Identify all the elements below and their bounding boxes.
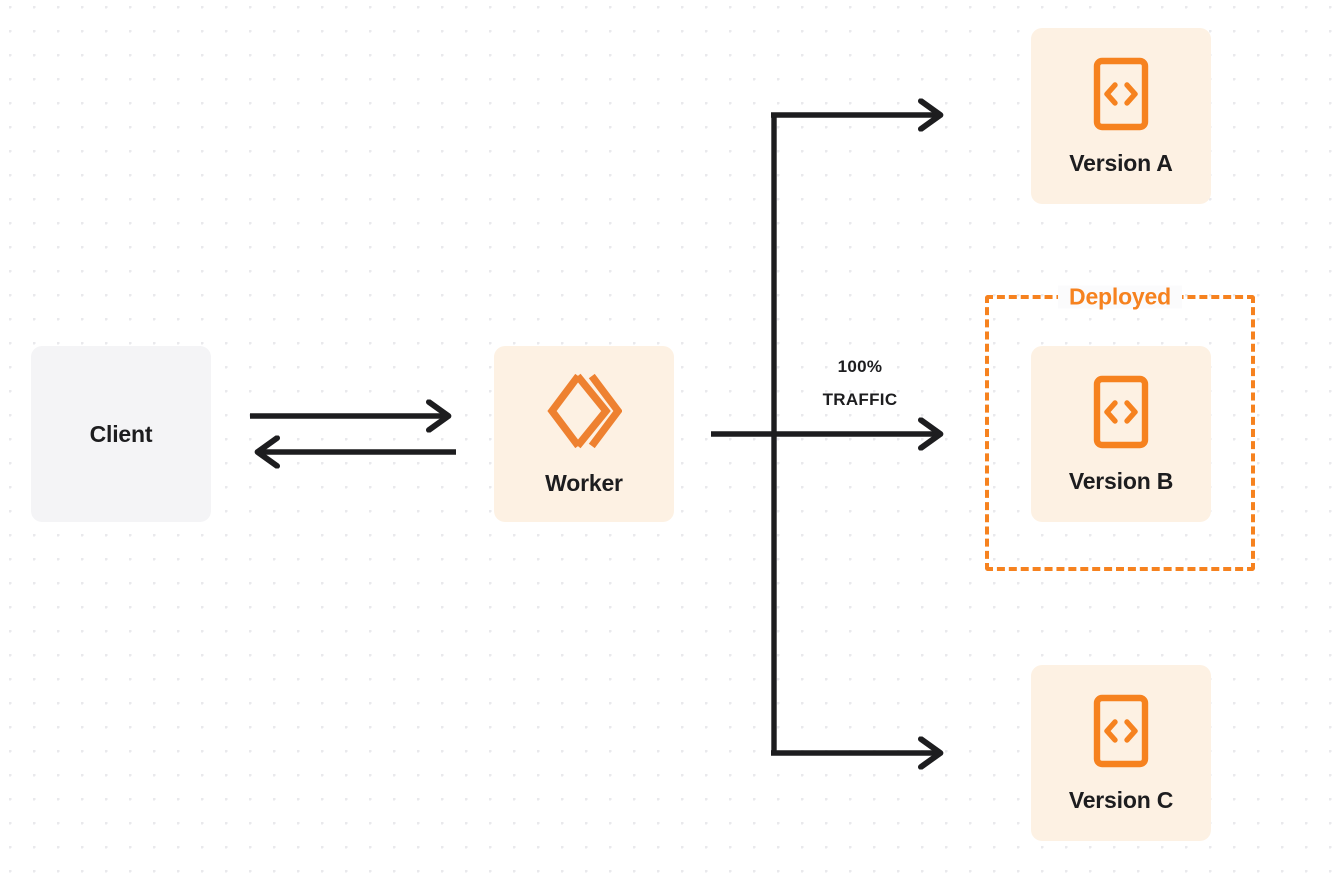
- version-b-label: Version B: [1068, 468, 1174, 494]
- version-a-label: Version A: [1069, 150, 1173, 176]
- version-c-label: Version C: [1068, 787, 1174, 813]
- deployed-group-label: Deployed: [1058, 285, 1182, 309]
- deployed-group-boundary: Deployed: [985, 285, 1255, 571]
- code-file-icon: [1093, 375, 1149, 454]
- traffic-percent-value: 100%: [837, 357, 883, 376]
- worker-chevron-logo-icon: [546, 373, 623, 454]
- node-version-a[interactable]: Version A: [1031, 28, 1211, 204]
- code-file-icon: [1093, 57, 1149, 136]
- node-version-c[interactable]: Version C: [1031, 665, 1211, 841]
- client-label: Client: [89, 420, 153, 447]
- worker-label: Worker: [545, 470, 623, 496]
- node-worker[interactable]: Worker: [494, 346, 674, 522]
- code-file-icon: [1093, 694, 1149, 773]
- traffic-percentage-label: 100% TRAFFIC: [790, 350, 930, 416]
- node-version-b[interactable]: Version B: [1031, 346, 1211, 522]
- traffic-unit-label: TRAFFIC: [822, 390, 898, 410]
- node-client[interactable]: Client: [31, 346, 211, 522]
